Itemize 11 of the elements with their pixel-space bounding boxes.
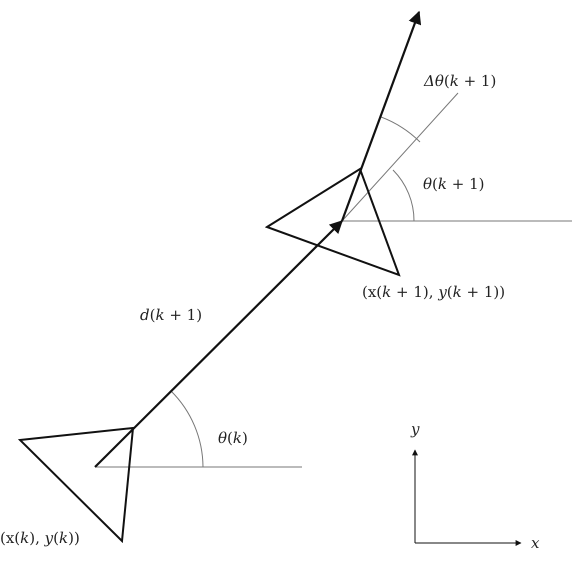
edge-label: d(k + 1) (140, 306, 202, 324)
angle-label: θ(k) (218, 429, 248, 447)
arrow (340, 10, 422, 222)
arrow (94, 220, 343, 468)
coordinate-label: (x(k + 1), y(k + 1)) (362, 283, 506, 301)
axis-label: y (411, 420, 420, 438)
coordinate-label: (x(k), y(k)) (0, 529, 80, 547)
angle-label: θ(k + 1) (423, 175, 484, 193)
triangle-marker (265, 167, 401, 277)
angle-label: Δθ(k + 1) (424, 72, 496, 90)
axis-label: x (531, 534, 540, 552)
